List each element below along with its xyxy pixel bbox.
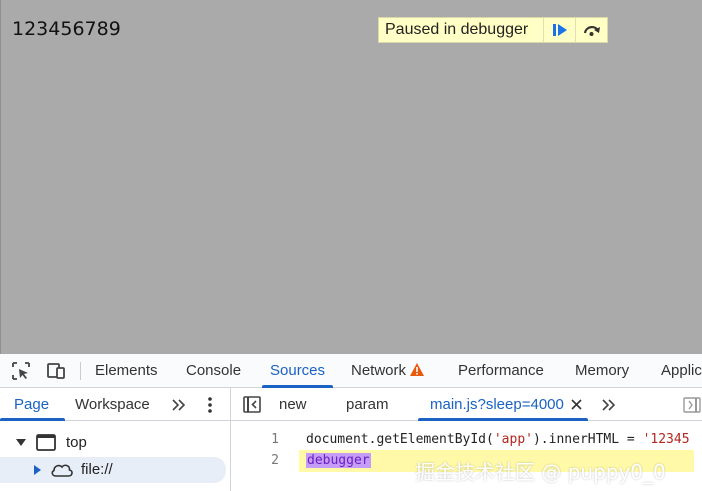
toolbar-divider <box>80 362 81 380</box>
line-number: 2 <box>271 453 279 468</box>
toggle-debugger-sidebar-icon[interactable] <box>683 397 701 413</box>
step-over-icon <box>583 26 600 36</box>
tree-item-file[interactable]: file:// <box>0 457 226 483</box>
paused-label: Paused in debugger <box>385 21 529 38</box>
sources-navigator: Page Workspace top file:// <box>0 388 231 491</box>
frame-icon <box>36 434 56 451</box>
inspect-element-icon[interactable] <box>11 361 31 381</box>
editor-tabbar: new param main.js?sleep=4000 <box>231 388 702 421</box>
navigator-tabbar: Page Workspace <box>0 388 230 421</box>
file-tab-new[interactable]: new <box>279 396 307 413</box>
watermark: 掘金技术社区 @ puppy0_0 <box>415 460 666 484</box>
tree-label-file: file:// <box>81 461 113 478</box>
app-content: 123456789 <box>12 18 121 40</box>
tab-network[interactable]: Network <box>351 354 425 387</box>
line-number: 1 <box>271 432 279 447</box>
debugger-keyword: debugger <box>306 453 371 468</box>
code-text: document.getElementById('app').innerHTML… <box>306 432 690 447</box>
code-token: document.getElementById( <box>306 432 494 447</box>
tab-sources[interactable]: Sources <box>261 354 334 388</box>
paused-in-debugger-banner: Paused in debugger <box>378 17 608 43</box>
more-options-icon[interactable] <box>206 396 214 414</box>
code-line-1: 1 document.getElementById('app').innerHT… <box>231 429 702 451</box>
code-string: '12345 <box>642 432 690 447</box>
cloud-icon <box>51 464 73 477</box>
resume-icon <box>552 24 567 36</box>
sources-editor: new param main.js?sleep=4000 1 document.… <box>231 388 702 491</box>
page-viewport: 123456789 Paused in debugger <box>0 0 702 354</box>
code-line-2-paused: 2 debugger <box>231 450 702 472</box>
step-over-button[interactable] <box>575 18 607 42</box>
toggle-navigator-icon[interactable] <box>243 396 261 413</box>
close-tab-icon[interactable] <box>571 398 582 410</box>
tab-page[interactable]: Page <box>0 388 66 421</box>
code-text: debugger <box>306 453 371 468</box>
resume-button[interactable] <box>543 18 575 42</box>
code-string: 'app' <box>493 432 533 447</box>
more-file-tabs-icon[interactable] <box>601 398 617 412</box>
device-toolbar-icon[interactable] <box>46 361 66 381</box>
tree-label-top: top <box>66 434 87 451</box>
tab-elements[interactable]: Elements <box>95 362 158 379</box>
tree-item-top[interactable]: top <box>0 430 226 456</box>
tab-application[interactable]: Application <box>661 362 702 379</box>
tab-network-label: Network <box>351 362 407 379</box>
tab-workspace[interactable]: Workspace <box>75 396 150 413</box>
devtools-panel: Elements Console Sources Network Perform… <box>0 354 702 491</box>
file-tab-param[interactable]: param <box>346 396 389 413</box>
file-tab-main-js[interactable]: main.js?sleep=4000 <box>417 388 589 421</box>
tab-memory[interactable]: Memory <box>575 362 630 379</box>
warning-icon <box>410 363 425 377</box>
devtools-main-tabbar: Elements Console Sources Network Perform… <box>0 354 702 388</box>
expanded-arrow-icon <box>16 439 26 446</box>
tab-console[interactable]: Console <box>186 362 242 379</box>
code-token: ).innerHTML = <box>532 432 643 447</box>
execution-line-highlight <box>299 450 694 472</box>
tab-performance[interactable]: Performance <box>458 362 544 379</box>
file-tab-main-js-label: main.js?sleep=4000 <box>430 396 564 413</box>
collapsed-arrow-icon <box>34 465 41 475</box>
more-tabs-icon[interactable] <box>171 398 187 412</box>
